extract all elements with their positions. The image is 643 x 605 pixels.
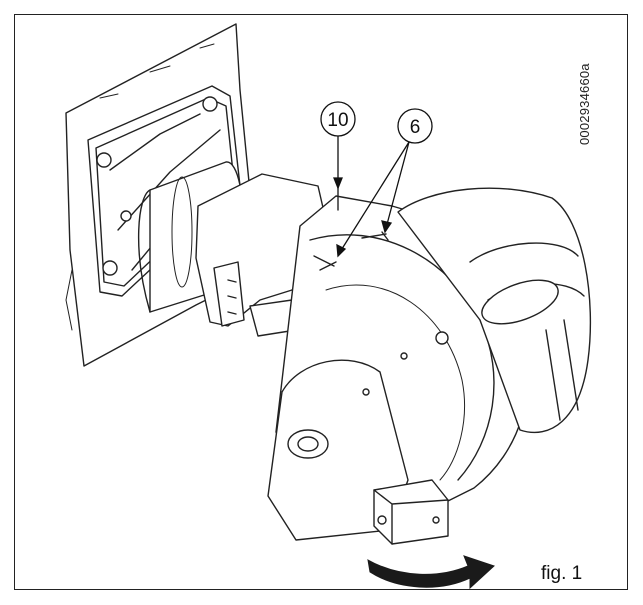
callout-10: 10 (320, 101, 356, 137)
control-box (373, 479, 449, 545)
callout-6-leader-b (339, 141, 410, 253)
rotation-arrow (367, 555, 495, 590)
svg-text:6: 6 (410, 117, 421, 138)
screw-lower (313, 255, 337, 271)
screw-upper (361, 231, 389, 241)
callout-6: 6 (397, 108, 433, 144)
callout-6-leader-a (385, 141, 410, 229)
figure-label: fig. 1 (541, 563, 583, 584)
document-code: 0002934660a (577, 63, 592, 145)
svg-text:10: 10 (327, 110, 348, 131)
figure-frame (14, 14, 628, 590)
